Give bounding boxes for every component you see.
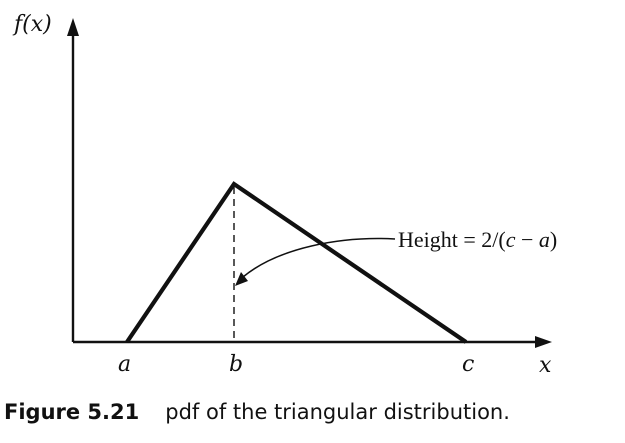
tick-label-a: a (118, 352, 131, 377)
annotation-arrowhead (235, 272, 248, 286)
height-annotation-suffix: ) (550, 227, 557, 252)
tick-label-c: c (462, 352, 474, 377)
height-annotation-var-c: c (506, 227, 516, 252)
x-axis-arrowhead (535, 336, 552, 348)
triangular-pdf-curve (125, 181, 468, 344)
y-axis-arrowhead (67, 18, 79, 36)
annotation-arrow (242, 237, 396, 278)
height-annotation: Height = 2/(c − a) (398, 227, 557, 252)
height-annotation-var-a: a (539, 227, 550, 252)
y-axis-label: f(x) (12, 12, 52, 37)
figure-caption-label: Figure 5.21 (4, 400, 140, 424)
height-annotation-minus: − (516, 227, 539, 252)
tick-label-b: b (229, 352, 243, 377)
figure-caption-text: pdf of the triangular distribution. (165, 400, 510, 424)
height-annotation-prefix: Height = 2/( (398, 227, 506, 252)
x-axis-label: x (539, 353, 552, 378)
figure-caption: Figure 5.21 pdf of the triangular distrib… (4, 400, 510, 424)
